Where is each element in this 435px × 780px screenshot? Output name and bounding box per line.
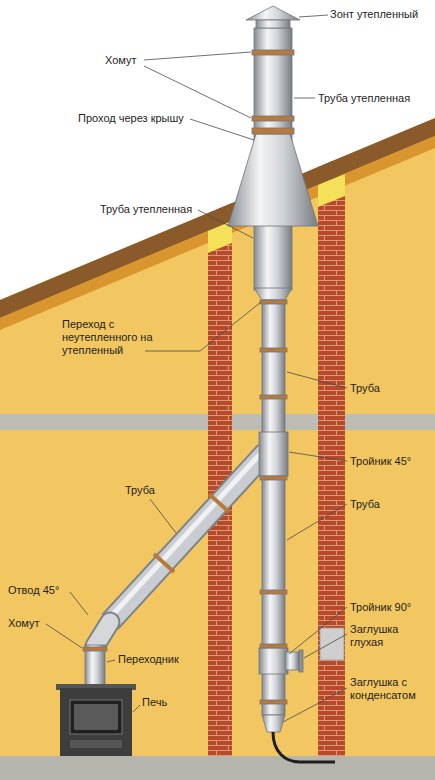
- part-label: Переходник: [118, 653, 198, 666]
- leader-line: [70, 592, 88, 615]
- inspection-hatch: [320, 628, 344, 660]
- part-label: Хомут: [8, 617, 58, 630]
- transition-piece: [254, 288, 292, 300]
- leader-line: [144, 52, 251, 60]
- clamp: [260, 395, 287, 399]
- leader-lines: [46, 15, 347, 722]
- roof-passage: [228, 134, 318, 226]
- leader-line: [107, 660, 115, 662]
- insulation-pad: [318, 174, 345, 207]
- part-label: Переход с неутепленного на утепленный: [62, 318, 157, 357]
- blind-cap: [299, 650, 303, 672]
- condensate-cap: [262, 715, 285, 732]
- clamp: [209, 494, 229, 512]
- part-label: Труба утепленная: [100, 203, 210, 216]
- adapter: [85, 645, 105, 689]
- diagonal-pipe: [110, 452, 266, 622]
- leader-line: [287, 372, 347, 388]
- clamp: [260, 700, 287, 704]
- tee-45: [259, 432, 288, 476]
- leader-line: [299, 15, 328, 17]
- part-label: Труба утепленная: [318, 92, 430, 105]
- part-label: Тройник 45°: [350, 455, 430, 468]
- leader-line: [150, 499, 176, 533]
- ash-drawer: [70, 740, 122, 748]
- leader-line: [283, 688, 347, 722]
- leader-line: [304, 634, 347, 658]
- condensate-hose: [273, 732, 335, 762]
- leader-line: [46, 624, 82, 648]
- leader-line: [289, 452, 347, 461]
- stove-glass: [74, 704, 118, 730]
- part-label: Труба: [350, 382, 420, 395]
- leader-line: [294, 98, 315, 99]
- elbow: [95, 622, 110, 646]
- leader-line: [287, 504, 347, 540]
- part-label: Хомут: [105, 54, 155, 67]
- stove: [56, 684, 136, 756]
- stove-door: [70, 700, 122, 734]
- diagonal-pipe: [110, 452, 266, 622]
- diagonal-pipe: [106, 452, 262, 622]
- clamp: [83, 647, 107, 651]
- part-label: Отвод 45°: [8, 584, 78, 597]
- clamp: [260, 348, 287, 352]
- leader-line: [289, 607, 347, 654]
- elbow: [95, 622, 110, 646]
- rain-cap: [256, 20, 290, 28]
- roof-layer: [0, 136, 435, 330]
- leader-line: [198, 210, 253, 238]
- clamp: [252, 116, 294, 121]
- part-label: Проход через крышу: [78, 112, 203, 125]
- part-label: Печь: [142, 696, 192, 709]
- clamp: [260, 590, 287, 594]
- leader-line: [133, 705, 140, 712]
- tee-90: [259, 648, 288, 674]
- part-label: Зонт утепленный: [330, 8, 430, 21]
- floor-slab: [0, 756, 435, 780]
- stove-body: [60, 688, 132, 756]
- clamp: [260, 300, 287, 304]
- clamp: [154, 554, 174, 572]
- part-label: Труба: [350, 498, 420, 511]
- part-label: Тройник 90°: [350, 601, 430, 614]
- leader-line: [190, 119, 254, 140]
- leader-line: [144, 66, 251, 118]
- clamp: [252, 50, 294, 55]
- tee-90: [285, 652, 299, 670]
- brick-wall: [318, 160, 345, 756]
- clamp: [260, 644, 287, 648]
- clamp: [260, 476, 287, 480]
- roof-covering: [0, 118, 435, 318]
- part-label: Заглушка глухая: [350, 623, 430, 649]
- clamp: [252, 128, 294, 134]
- leader-line: [145, 302, 261, 351]
- part-label: Заглушка с конденсатом: [350, 676, 432, 702]
- rain-cap: [246, 6, 300, 20]
- part-label: Труба: [125, 484, 175, 497]
